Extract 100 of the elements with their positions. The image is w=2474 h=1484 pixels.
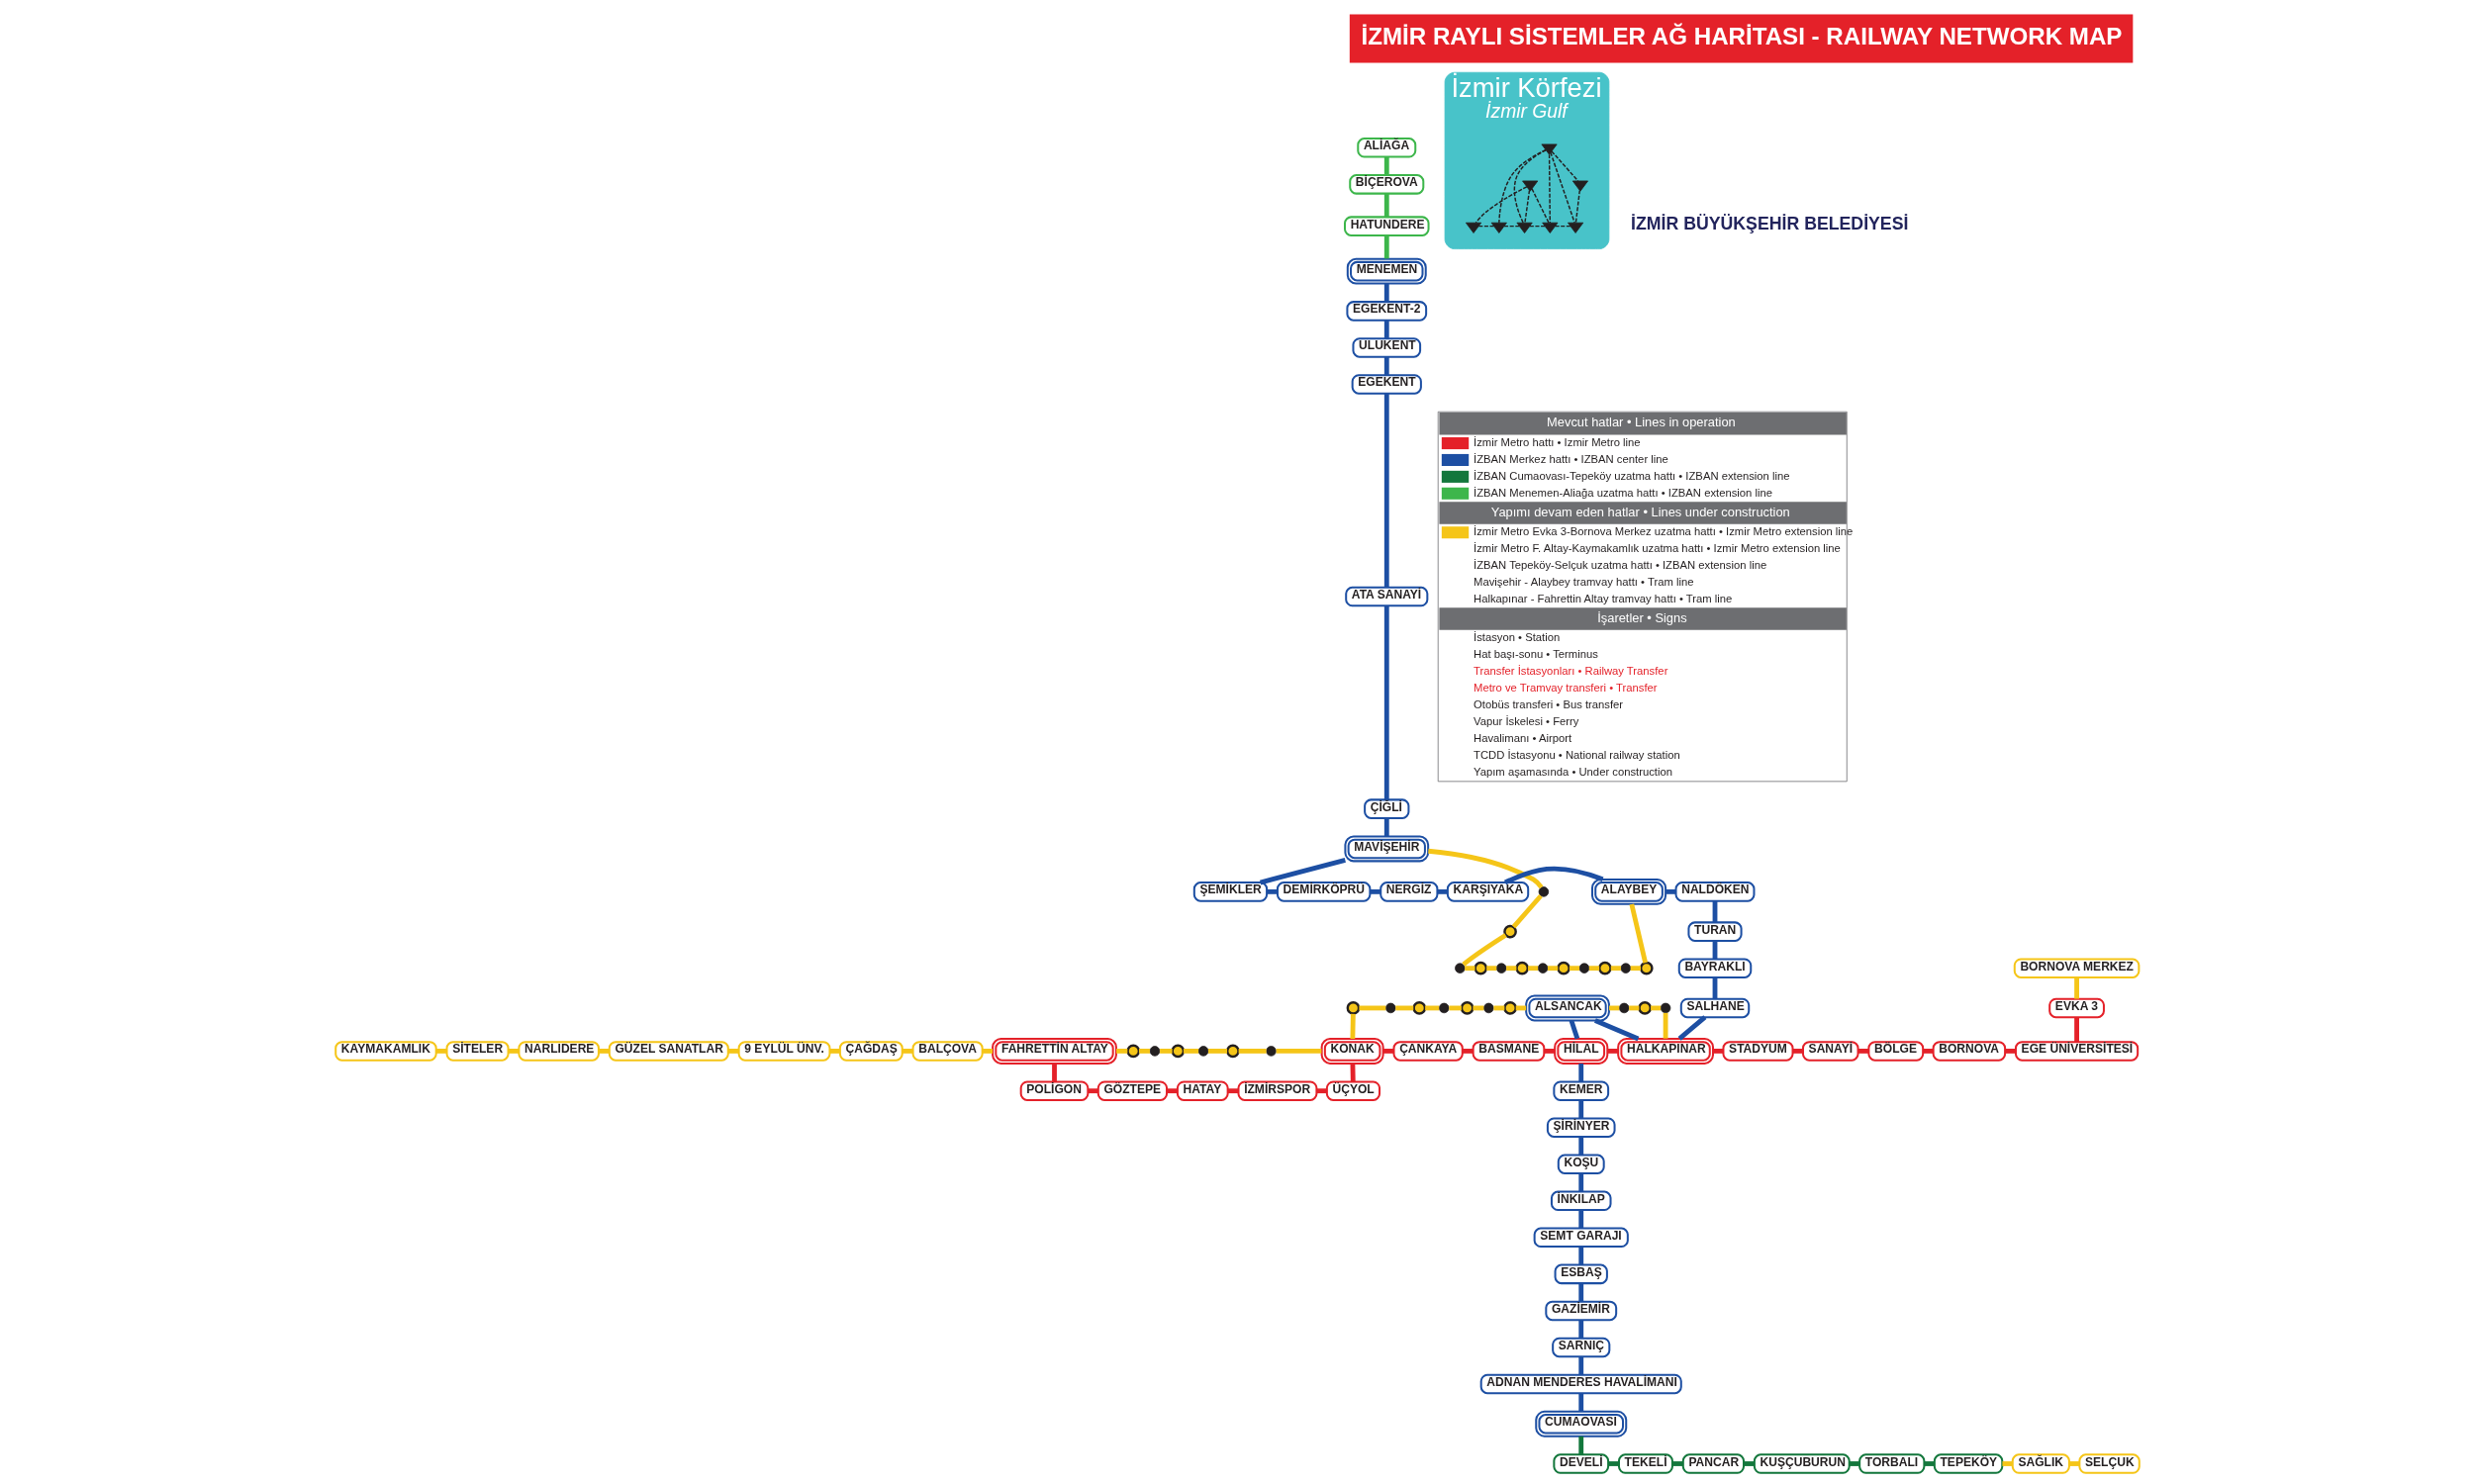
connector	[1259, 858, 1346, 885]
connector	[1266, 888, 1278, 894]
connector	[1671, 1461, 1683, 1466]
node-box: DEVELİ	[1552, 1453, 1609, 1474]
connector	[1577, 1173, 1583, 1192]
node-circle	[1460, 1001, 1474, 1015]
node-box: ADNAN MENDERES HAVALİMANI	[1479, 1373, 1682, 1395]
connector	[829, 1049, 840, 1054]
node-box: ALİAĞA	[1356, 138, 1416, 158]
node-box: BORNOVA	[1932, 1041, 2006, 1062]
connector	[1577, 1320, 1583, 1339]
connector	[1462, 1049, 1473, 1054]
legend-label: İzmir Metro Evka 3-Bornova Merkez uzatma hattı • Izmir Metro extension line	[1473, 525, 1853, 538]
connector	[727, 1049, 739, 1054]
connector	[1577, 1210, 1583, 1229]
connector	[1511, 893, 1543, 929]
node-box: SARNIÇ	[1551, 1337, 1610, 1358]
connector	[1383, 605, 1389, 800]
connector	[1475, 186, 1527, 224]
node-box: ŞEMİKLER	[1192, 881, 1268, 902]
connector	[1857, 1049, 1868, 1054]
node-box: SANAYİ	[1801, 1041, 1859, 1062]
connector	[1577, 1356, 1583, 1375]
node-box: POLİGON	[1019, 1080, 1089, 1101]
node-circle	[1502, 1001, 1517, 1015]
legend-label: İZBAN Tepeköy-Selçuk uzatma hattı • IZBAN extension line	[1473, 559, 1766, 572]
node-box: KAYMAKAMLIK	[333, 1041, 437, 1062]
connector	[1159, 1049, 1173, 1054]
node-box: BAYRAKLI	[1677, 958, 1752, 978]
connector	[1383, 156, 1389, 176]
cluster: İzmir Körfezi İzmir Gulf	[1444, 71, 1609, 249]
node-circle	[1346, 1001, 1360, 1015]
diagram-title: İZMİR RAYLI SİSTEMLER AĞ HARİTASI - RAILWAY NETWORK MAP	[1361, 22, 2122, 49]
node-box: NARLIDERE	[517, 1041, 600, 1062]
node-box: ESBAŞ	[1554, 1263, 1608, 1285]
connector	[1464, 966, 1475, 972]
legend-label: İzmir Metro hattı • Izmir Metro line	[1473, 436, 1641, 449]
node-box: EGEKENT-2	[1345, 301, 1427, 322]
node-circle	[1438, 1002, 1449, 1014]
node-anchor	[1465, 222, 1481, 233]
node-anchor	[1567, 222, 1583, 233]
node-circle	[1411, 1001, 1426, 1015]
label: Yapımı devam eden hatlar • Lines under construction	[1490, 504, 1790, 519]
node-box: ÇANKAYA	[1392, 1041, 1464, 1062]
node-box: KEMER	[1552, 1080, 1609, 1101]
connector	[1577, 1283, 1583, 1302]
legend-label: Transfer İstasyonları • Railway Transfer	[1473, 665, 1667, 678]
connector	[1115, 1049, 1127, 1054]
node-circle	[1384, 1002, 1396, 1014]
connector	[1436, 888, 1448, 894]
node-box: GÖZTEPE	[1096, 1080, 1168, 1101]
connector	[1548, 153, 1551, 224]
node-box: GÜZEL SANATLAR	[608, 1041, 729, 1062]
connector	[1606, 1049, 1618, 1054]
connector	[1677, 1015, 1706, 1041]
node-box: STADYUM	[1721, 1041, 1794, 1062]
node-circle	[1170, 1044, 1185, 1059]
node-circle	[1225, 1044, 1240, 1059]
connector	[2068, 1461, 2079, 1466]
connector	[1577, 1137, 1583, 1156]
connector	[1166, 1088, 1178, 1094]
node-box: SELÇUK	[2077, 1453, 2141, 1474]
connector	[1358, 1005, 1385, 1011]
connector	[1593, 1018, 1639, 1042]
legend-label: İzmir Metro F. Altay-Kaymakamlık uzatma hattı • Izmir Metro extension line	[1473, 542, 1841, 555]
node-box: EGE ÜNİVERSİTESİ	[2014, 1041, 2139, 1062]
node-box: EGEKENT	[1351, 374, 1422, 395]
connector	[1382, 1049, 1393, 1054]
connector	[435, 1049, 446, 1054]
connector	[1505, 966, 1516, 972]
node-circle	[1502, 924, 1517, 939]
node-box: HATAY	[1176, 1080, 1229, 1101]
label: İZMİR BÜYÜKŞEHİR BELEDİYESİ	[1630, 214, 1908, 234]
connector	[1427, 848, 1543, 889]
node-box: TEPEKÖY	[1933, 1453, 2003, 1474]
connector	[1051, 1064, 1057, 1082]
legend-label: Havalimanı • Airport	[1473, 731, 1571, 744]
connector	[508, 1049, 519, 1054]
node-circle	[1538, 886, 1549, 897]
node-circle	[1556, 961, 1570, 975]
connector	[1183, 1049, 1198, 1054]
connector	[1527, 966, 1538, 972]
connector	[1138, 1049, 1150, 1054]
connector	[1610, 966, 1621, 972]
node-box: KARŞIYAKA	[1446, 881, 1529, 902]
connector	[2004, 1049, 2016, 1054]
node-anchor	[1541, 222, 1558, 233]
connector	[1577, 1393, 1583, 1412]
legend-label: İZBAN Cumaovası-Tepeköy uzatma hattı • IZBAN extension line	[1473, 469, 1790, 482]
connector	[1369, 888, 1380, 894]
node-box: BÖLGE	[1866, 1041, 1924, 1062]
connector	[1577, 1247, 1583, 1265]
node-circle	[1618, 1002, 1629, 1014]
node-box: 9 EYLÜL ÜNV.	[737, 1041, 830, 1062]
node-box: BORNOVA MERKEZ	[2013, 958, 2140, 978]
connector	[982, 1049, 993, 1054]
connector	[1461, 933, 1507, 967]
connector	[1849, 1461, 1859, 1466]
node-box: GAZİEMİR	[1544, 1300, 1617, 1322]
connector	[2073, 1017, 2079, 1043]
